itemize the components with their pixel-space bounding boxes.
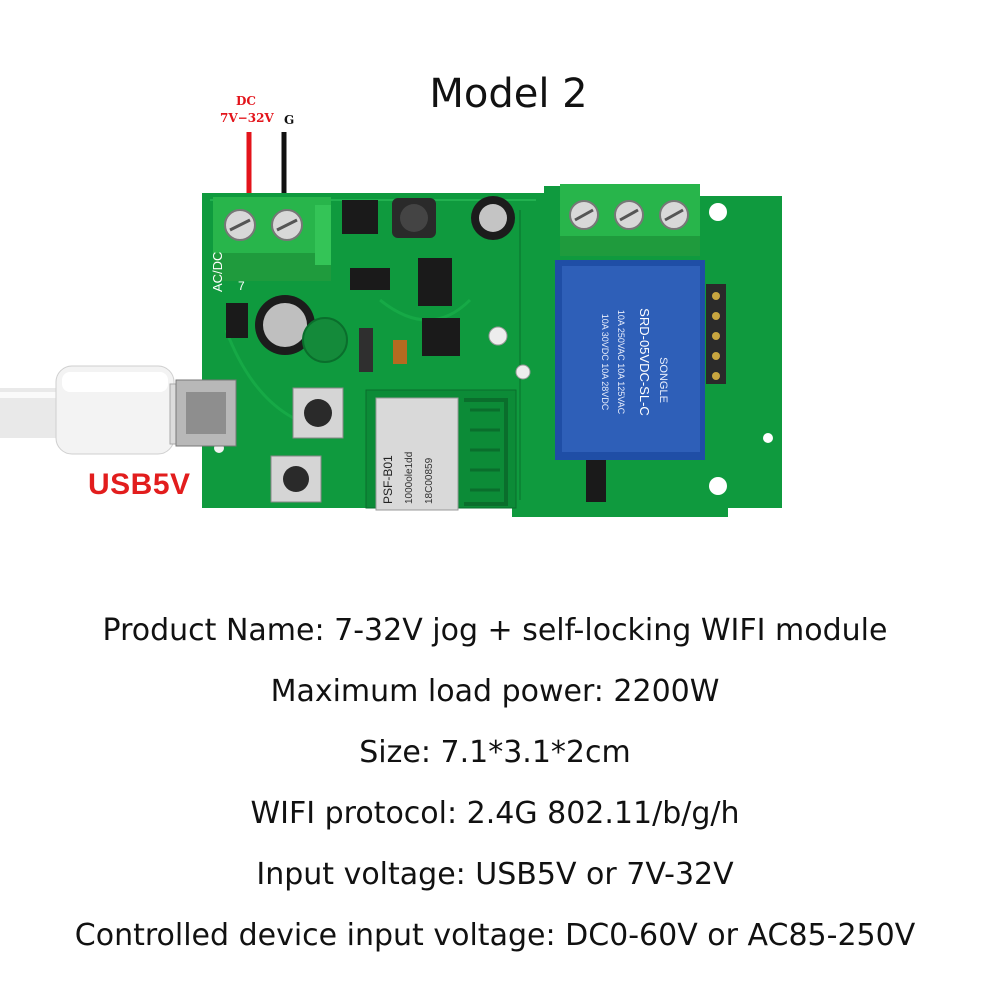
spec-input-voltage: Input voltage: USB5V or 7V-32V	[256, 857, 734, 892]
module-text-2: 1000ole1dd	[404, 452, 415, 504]
spec-controlled-voltage: Controlled device input voltage: DC0-60V…	[74, 918, 916, 953]
relay-rating-2: 10A 30VDC 10A 28VDC	[600, 314, 610, 411]
voltage-label: 7V−32V	[220, 111, 274, 125]
module-text-1: PSF-B01	[381, 455, 395, 504]
spec-list: Product Name: 7-32V jog + self-locking W…	[0, 608, 990, 974]
ground-label: G	[284, 113, 295, 127]
wifi-module: PSF-B01 1000ole1dd 18C00859	[365, 389, 517, 511]
page-title: Model 2	[429, 71, 588, 117]
spec-wifi-protocol: WIFI protocol: 2.4G 802.11/b/g/h	[250, 796, 740, 831]
push-button-2	[270, 455, 322, 503]
spec-size: Size: 7.1*3.1*2cm	[359, 735, 631, 770]
dc-label: DC	[236, 94, 256, 108]
usb-cable	[0, 365, 191, 455]
spec-product-name: Product Name: 7-32V jog + self-locking W…	[102, 613, 888, 648]
relay: SONGLE SRD-05VDC-SL-C 10A 250VAC 10A 125…	[555, 260, 705, 460]
dc-terminal-block	[213, 197, 331, 281]
push-button-1	[292, 387, 344, 439]
spec-max-load: Maximum load power: 2200W	[270, 674, 720, 709]
silk-acdc: AC/DC	[210, 252, 225, 292]
relay-rating-1: 10A 250VAC 10A 125VAC	[616, 310, 626, 415]
relay-model: SRD-05VDC-SL-C	[637, 308, 652, 416]
module-text-3: 18C00859	[424, 457, 435, 504]
relay-brand: SONGLE	[657, 357, 669, 403]
silk-pin: 7	[238, 279, 245, 293]
usb-label: USB5V	[88, 468, 191, 501]
relay-terminal-block	[560, 184, 700, 256]
